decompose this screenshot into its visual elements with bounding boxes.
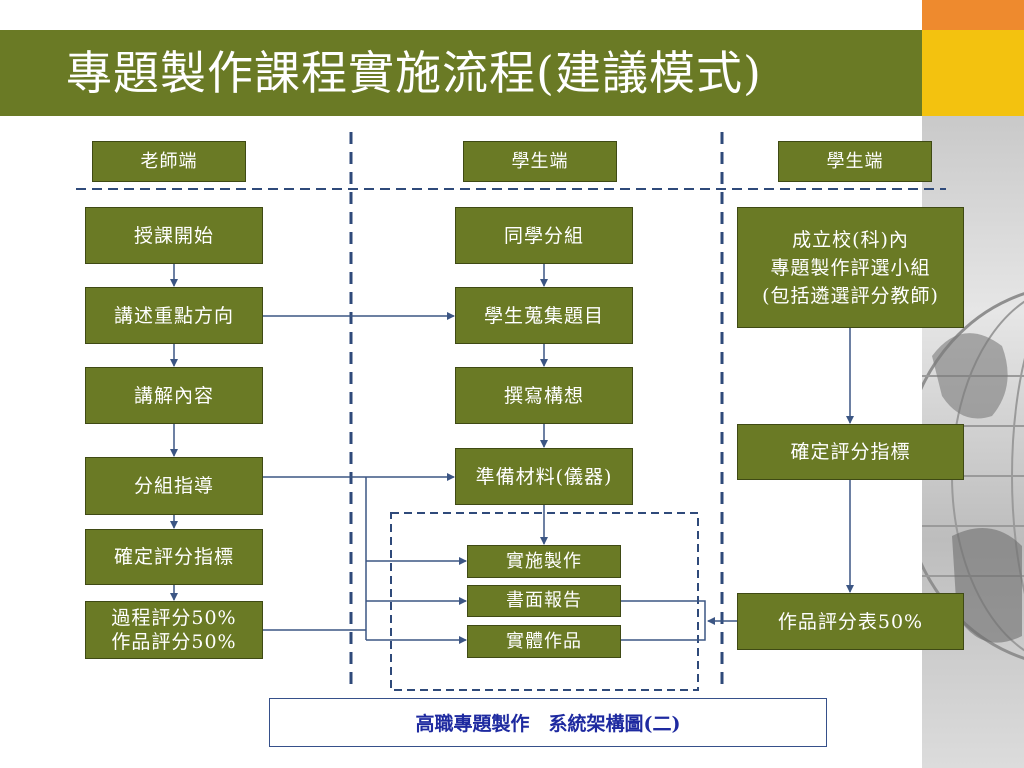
student-step-prepare-materials: 準備材料(儀器)	[455, 448, 633, 505]
school-column-header: 學生端	[778, 141, 932, 182]
student-step-implementation: 實施製作	[467, 545, 621, 578]
globe-image	[922, 292, 1024, 660]
school-step-work-score-sheet: 作品評分表50%	[737, 593, 964, 650]
teacher-step-explain-content: 講解內容	[85, 367, 263, 424]
slide-title: 專題製作課程實施流程(建議模式)	[66, 46, 762, 100]
teacher-step-start-class: 授課開始	[85, 207, 263, 264]
teacher-step-group-guidance: 分組指導	[85, 457, 263, 515]
teacher-step-scoring-criteria: 確定評分指標	[85, 529, 263, 585]
student-step-grouping: 同學分組	[455, 207, 633, 264]
connector-works-to-score	[621, 621, 706, 641]
title-bar	[0, 30, 922, 116]
diagram-caption: 高職專題製作 系統架構圖(二)	[269, 698, 827, 747]
school-step-form-committee: 成立校(科)內 專題製作評選小組 (包括遴選評分教師)	[737, 207, 964, 328]
teacher-column-header: 老師端	[92, 141, 246, 182]
student-step-physical-work: 實體作品	[467, 625, 621, 658]
yellow-accent-block	[922, 30, 1024, 116]
orange-accent-block	[922, 0, 1024, 30]
student-step-collect-topics: 學生蒐集題目	[455, 287, 633, 344]
teacher-step-key-directions: 講述重點方向	[85, 287, 263, 344]
student-step-written-report: 書面報告	[467, 585, 621, 617]
student-step-write-proposal: 撰寫構想	[455, 367, 633, 424]
connector-reports-to-score	[621, 600, 706, 621]
student-column-header: 學生端	[463, 141, 617, 182]
school-step-scoring-criteria: 確定評分指標	[737, 424, 964, 480]
teacher-step-score-weights: 過程評分50% 作品評分50%	[85, 601, 263, 659]
